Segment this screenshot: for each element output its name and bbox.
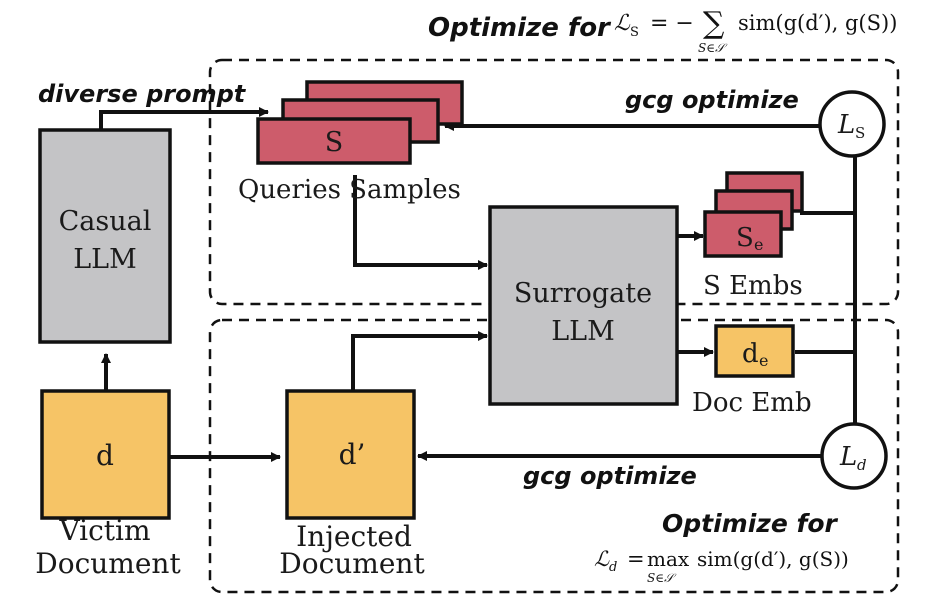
svg-text:ℒ: ℒ xyxy=(614,11,631,36)
victim-caption-line1: Victim xyxy=(58,514,150,547)
ld-loss-node xyxy=(820,422,888,490)
victim-document-box xyxy=(40,389,171,520)
query-sample-card-front xyxy=(256,117,412,165)
surrogate-llm-label-line1: Surrogate xyxy=(514,278,652,309)
ld-loss-subscript: d xyxy=(857,456,867,474)
svg-text:max: max xyxy=(647,547,690,571)
victim-caption-line2: Document xyxy=(35,547,181,580)
diverse-prompt-label: diverse prompt xyxy=(38,80,247,108)
arrow-queries-to-surrogate xyxy=(353,175,488,270)
svg-text:ℒ: ℒ xyxy=(594,547,610,571)
casual-llm-label-line1: Casual xyxy=(59,206,152,237)
doc-emb-label: d xyxy=(742,339,759,369)
injected-caption-line1: Injected xyxy=(296,520,412,553)
svg-text:S∈𝒮: S∈𝒮 xyxy=(698,41,728,55)
gcg-optimize-bottom-label: gcg optimize xyxy=(523,462,697,490)
svg-text:d: d xyxy=(609,560,617,575)
s-embs-caption: S Embs xyxy=(703,271,803,301)
injected-document-d-prime: d’ xyxy=(339,438,366,471)
bottom-optimize-heading: Optimize for xyxy=(662,509,839,538)
s-emb-card-front xyxy=(703,210,783,258)
injected-caption-line2: Document xyxy=(279,547,425,580)
s-emb-subscript: e xyxy=(754,235,763,254)
ls-loss-label: L xyxy=(837,110,855,140)
top-loss-formula: ℒ S = − ∑ S∈𝒮 sim(g(d′), g(S)) xyxy=(614,6,897,55)
arrow-injected-to-surrogate xyxy=(351,331,488,390)
ls-loss-subscript: S xyxy=(855,124,865,142)
queries-samples-label: Queries Samples xyxy=(238,175,461,205)
top-optimize-heading: Optimize for xyxy=(428,13,612,43)
doc-emb-caption: Doc Emb xyxy=(692,388,812,418)
query-optimization-panel xyxy=(208,58,900,306)
surrogate-llm-box xyxy=(488,205,679,406)
svg-text:S: S xyxy=(630,25,639,40)
svg-text:sim(g(d′), g(S)): sim(g(d′), g(S)) xyxy=(697,547,849,571)
casual-llm-label-line2: LLM xyxy=(73,244,137,275)
svg-text:S∈𝒮: S∈𝒮 xyxy=(647,571,677,585)
ld-loss-label: L xyxy=(839,442,857,472)
victim-document-d: d xyxy=(96,439,114,472)
s-emb-label: S xyxy=(736,223,754,253)
arrow-llm-to-queries xyxy=(99,107,269,130)
doc-emb-box xyxy=(714,324,795,378)
ls-loss-node xyxy=(818,90,886,158)
injected-document-box xyxy=(285,389,416,520)
svg-text:∑: ∑ xyxy=(703,6,725,41)
svg-text:= −: = − xyxy=(650,11,694,36)
svg-text:sim(g(d′), g(S)): sim(g(d′), g(S)) xyxy=(738,11,897,35)
casual-llm-box xyxy=(38,128,172,344)
surrogate-llm-label-line2: LLM xyxy=(551,316,615,347)
gcg-optimize-top-label: gcg optimize xyxy=(625,86,799,114)
bottom-loss-formula: ℒ d = max S∈𝒮 sim(g(d′), g(S)) xyxy=(594,547,849,585)
query-sample-s-label: S xyxy=(325,127,344,158)
svg-text:=: = xyxy=(627,547,645,571)
doc-emb-subscript: e xyxy=(759,351,768,370)
